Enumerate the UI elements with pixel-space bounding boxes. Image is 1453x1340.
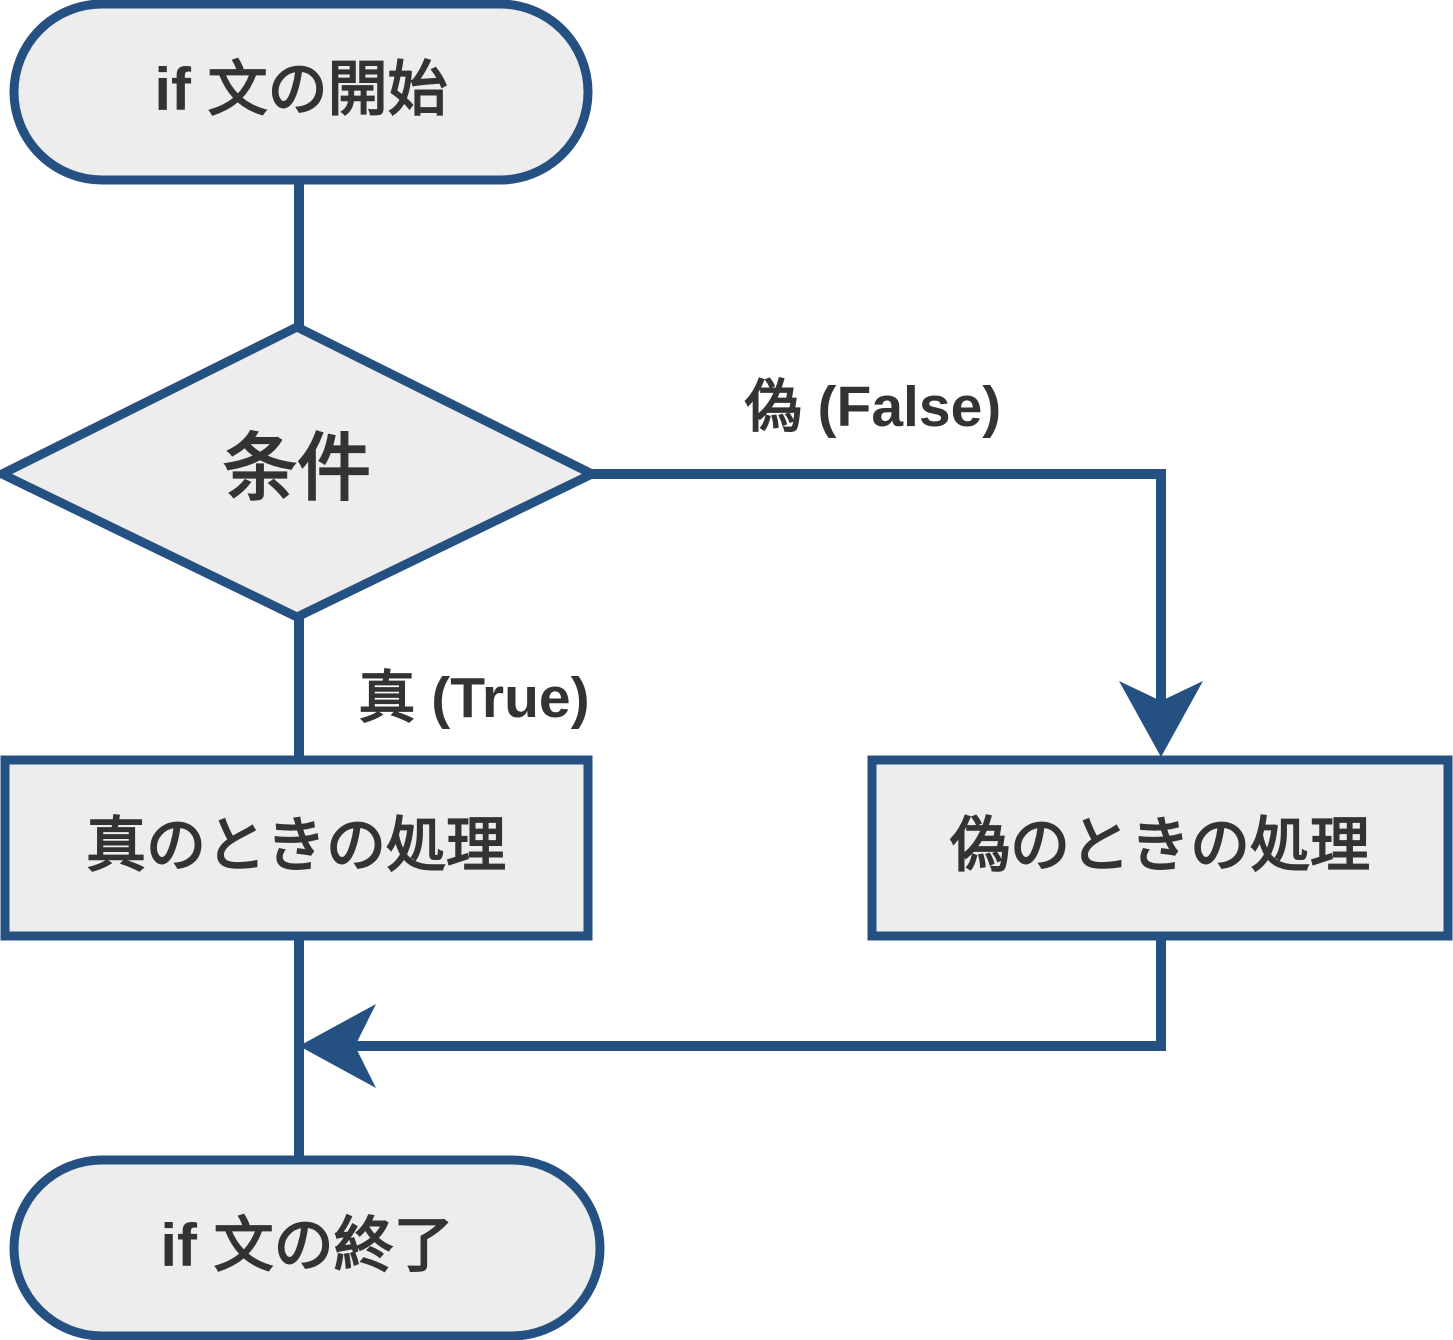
node-condition-shape [0,321,603,623]
node-false-process-label: 偽のときの処理 [949,812,1370,879]
node-end-shape [9,1155,605,1340]
node-start-label: if 文の開始 [154,56,447,123]
node-end-label: if 文の終了 [160,1212,453,1279]
connector-condition-to-false [588,469,1166,745]
connector-false-to-merge [310,934,1166,1051]
node-true-process[interactable]: 真のときの処理 [0,755,593,941]
node-condition[interactable]: 条件 [0,321,603,623]
node-start[interactable]: if 文の開始 [9,0,593,185]
node-start-shape [9,0,593,185]
arrowhead-down-false [1119,681,1203,757]
edge-label-true: 真 (True) [358,666,589,730]
node-condition-label: 条件 [223,427,371,510]
edge-label-false: 偽 (False) [744,375,1002,439]
node-true-process-label: 真のときの処理 [86,812,506,879]
arrowhead-left-merge [299,1004,376,1088]
node-end[interactable]: if 文の終了 [9,1155,605,1340]
node-false-process-shape [867,755,1453,941]
node-true-process-shape [0,755,593,941]
node-false-process[interactable]: 偽のときの処理 [867,755,1453,941]
